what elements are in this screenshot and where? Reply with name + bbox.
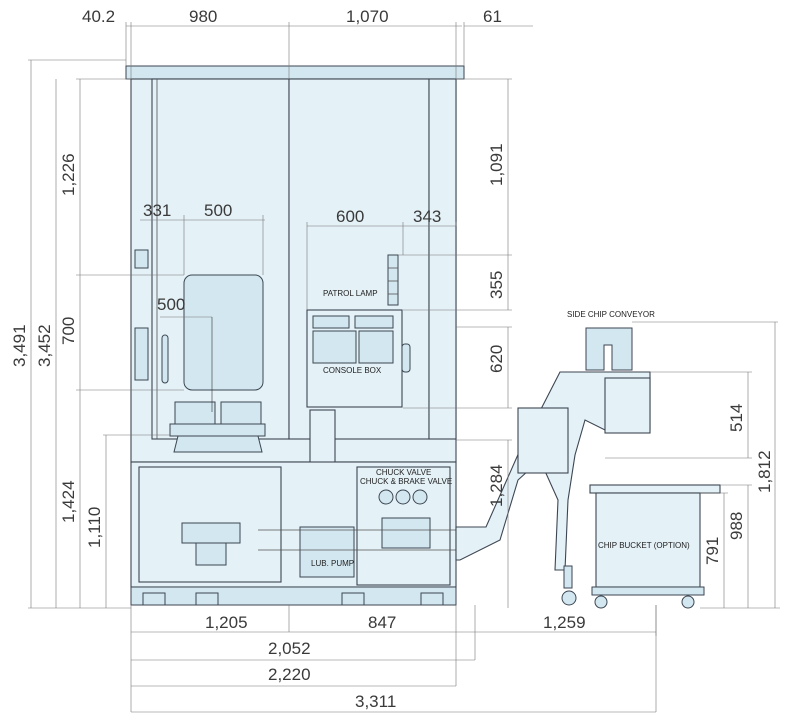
dim-right-355: 355: [487, 271, 506, 299]
machine-body: [125, 65, 470, 606]
valve-box: [381, 517, 431, 549]
dim-bottom-2220: 2,220: [268, 665, 311, 684]
dim-left-1110: 1,110: [85, 507, 104, 548]
dim-left-1226: 1,226: [59, 153, 78, 196]
dim-overall-3452: 3,452: [35, 324, 54, 367]
dimension-labels: 40.2 980 1,070 61 331 500 500 600 343 1,…: [10, 7, 774, 711]
conveyor-motor-box: [517, 407, 569, 474]
conveyor-head: [604, 377, 651, 434]
bucket-rim: [589, 484, 721, 494]
dim-bottom-847: 847: [368, 613, 396, 632]
dim-conveyor-514: 514: [727, 404, 746, 432]
dim-console-600: 600: [336, 207, 364, 226]
dim-right-1091: 1,091: [487, 143, 506, 186]
dim-door-500-height: 500: [157, 295, 185, 314]
right-side-cover: [428, 78, 457, 440]
console-box: [306, 309, 411, 408]
chuck-body: [169, 423, 266, 437]
dim-right-620: 620: [487, 345, 506, 373]
dim-door-500-width: 500: [204, 201, 232, 220]
label-side-chip-conveyor: SIDE CHIP CONVEYOR: [567, 310, 655, 319]
door-handle: [161, 334, 169, 384]
side-panel-lower: [134, 327, 149, 381]
dim-bottom-1205: 1,205: [205, 613, 248, 632]
conveyor-wheel: [561, 590, 577, 606]
dim-left-1424: 1,424: [59, 480, 78, 523]
bucket-wheel-right: [681, 595, 695, 609]
console-handle: [401, 343, 411, 373]
component-labels: PATROL LAMP CONSOLE BOX CHUCK VALVE CHUC…: [311, 289, 690, 568]
console-keypad: [358, 330, 394, 364]
label-chuck-valve: CHUCK VALVE: [376, 468, 431, 477]
dim-top-40-2: 40.2: [82, 7, 115, 26]
label-patrol-lamp: PATROL LAMP: [323, 289, 378, 298]
chuck-jaw-right: [220, 401, 262, 425]
dim-bucket-988: 988: [727, 512, 746, 540]
conveyor-leg: [563, 565, 573, 589]
valve-circle-2: [395, 489, 411, 505]
console-screen: [312, 330, 357, 364]
foot-3: [341, 592, 365, 606]
side-panel-upper: [134, 249, 149, 269]
dim-console-343: 343: [413, 207, 441, 226]
chuck-jaw-left: [174, 401, 216, 425]
label-chip-bucket: CHIP BUCKET (OPTION): [598, 541, 690, 550]
foot-2: [195, 592, 219, 606]
lub-pump: [299, 526, 355, 578]
dim-conveyor-1812: 1,812: [755, 450, 774, 493]
dim-overall-3491: 3,491: [10, 324, 29, 367]
door-window: [183, 274, 264, 391]
patrol-lamp-body: [387, 254, 399, 306]
bucket-body: [595, 492, 701, 588]
base-feet: [130, 586, 457, 606]
bucket-wheel-left: [594, 595, 608, 609]
dim-bottom-2052: 2,052: [268, 639, 311, 658]
chip-conveyor: [455, 327, 651, 606]
valve-circle-3: [412, 489, 428, 505]
valve-circle-1: [378, 489, 394, 505]
dim-right-1284: 1,284: [487, 464, 506, 507]
tray-part: [181, 522, 241, 544]
foot-4: [420, 592, 444, 606]
dim-bottom-1259: 1,259: [543, 613, 586, 632]
conveyor-bracket: [585, 327, 633, 371]
tray-part-2: [195, 542, 227, 566]
dim-top-980: 980: [189, 7, 217, 26]
dimension-lines: [28, 22, 780, 713]
dim-top-1070: 1,070: [346, 7, 389, 26]
dim-bottom-3311: 3,311: [355, 692, 396, 711]
console-button-2: [354, 315, 394, 329]
chuck-base: [173, 435, 263, 453]
patrol-lamp: [387, 254, 399, 306]
dim-bucket-791: 791: [703, 537, 722, 565]
dim-left-700: 700: [59, 317, 78, 345]
top-rail: [125, 65, 465, 80]
label-chuck-brake-valve: CHUCK & BRAKE VALVE: [360, 477, 452, 486]
label-console-box: CONSOLE BOX: [323, 366, 382, 375]
foot-1: [142, 592, 166, 606]
bucket-frame: [591, 586, 705, 596]
console-button-1: [312, 315, 350, 329]
dim-door-331: 331: [143, 201, 171, 220]
label-lub-pump: LUB. PUMP: [311, 559, 354, 568]
chip-bucket: [589, 484, 721, 609]
dim-top-61: 61: [483, 7, 502, 26]
